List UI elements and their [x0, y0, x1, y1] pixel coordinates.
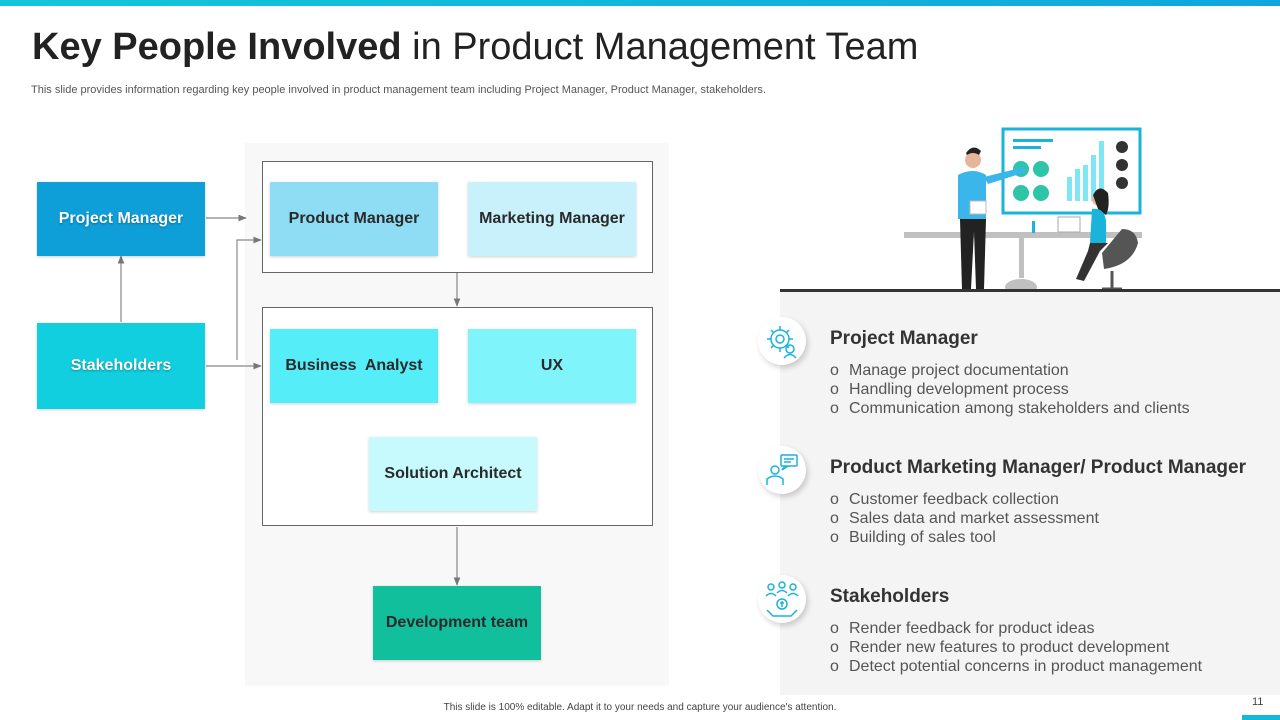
- section-title-product-manager: Product Marketing Manager/ Product Manag…: [830, 457, 1246, 478]
- list-item: Customer feedback collection: [830, 490, 1099, 509]
- list-item: Handling development process: [830, 380, 1190, 399]
- title-bold-part: Key People Involved: [32, 26, 402, 68]
- node-solution-architect: Solution Architect: [369, 437, 537, 511]
- node-ux: UX: [468, 329, 636, 403]
- list-item: Communication among stakeholders and cli…: [830, 399, 1190, 418]
- footer-text: This slide is 100% editable. Adapt it to…: [443, 702, 837, 713]
- product-manager-icon-badge: [758, 446, 806, 494]
- section-title-project-manager: Project Manager: [830, 328, 978, 349]
- node-marketing-manager: Marketing Manager: [468, 182, 636, 256]
- presenter-chat-icon: [766, 454, 798, 485]
- stakeholders-icon-badge: [758, 575, 806, 623]
- title-regular-part: in Product Management Team: [401, 26, 919, 68]
- list-item: Building of sales tool: [830, 528, 1099, 547]
- list-item: Render new features to product developme…: [830, 638, 1202, 657]
- group-money-icon: [765, 581, 799, 617]
- section-title-stakeholders: Stakeholders: [830, 586, 950, 607]
- list-item: Render feedback for product ideas: [830, 619, 1202, 638]
- gear-user-icon: [767, 326, 797, 359]
- top-accent-bar: [0, 0, 1280, 6]
- node-product-manager: Product Manager: [270, 182, 438, 256]
- panel-top-divider: [780, 289, 1280, 292]
- page-number: 11: [1252, 696, 1264, 708]
- stakeholders-bullets: Render feedback for product ideas Render…: [830, 619, 1202, 676]
- page-accent-bar: [1242, 715, 1280, 720]
- meeting-table: [904, 232, 1142, 238]
- page-title: Key People Involved in Product Managemen…: [32, 26, 918, 69]
- list-item: Detect potential concerns in product man…: [830, 657, 1202, 676]
- list-item: Sales data and market assessment: [830, 509, 1099, 528]
- team-meeting-illustration: [904, 127, 1142, 293]
- list-item: Manage project documentation: [830, 361, 1190, 380]
- project-manager-bullets: Manage project documentation Handling de…: [830, 361, 1190, 418]
- page-subtitle: This slide provides information regardin…: [31, 84, 766, 96]
- node-stakeholders: Stakeholders: [37, 323, 205, 409]
- project-manager-icon-badge: [758, 317, 806, 365]
- node-business-analyst: Business Analyst: [270, 329, 438, 403]
- presenter-figure: [965, 152, 981, 168]
- node-project-manager: Project Manager: [37, 182, 205, 256]
- seated-figure: [1102, 229, 1138, 269]
- footer-note: This slide is 100% editable. Adapt it to…: [0, 702, 1280, 713]
- product-manager-bullets: Customer feedback collection Sales data …: [830, 490, 1099, 547]
- node-development-team: Development team: [373, 586, 541, 660]
